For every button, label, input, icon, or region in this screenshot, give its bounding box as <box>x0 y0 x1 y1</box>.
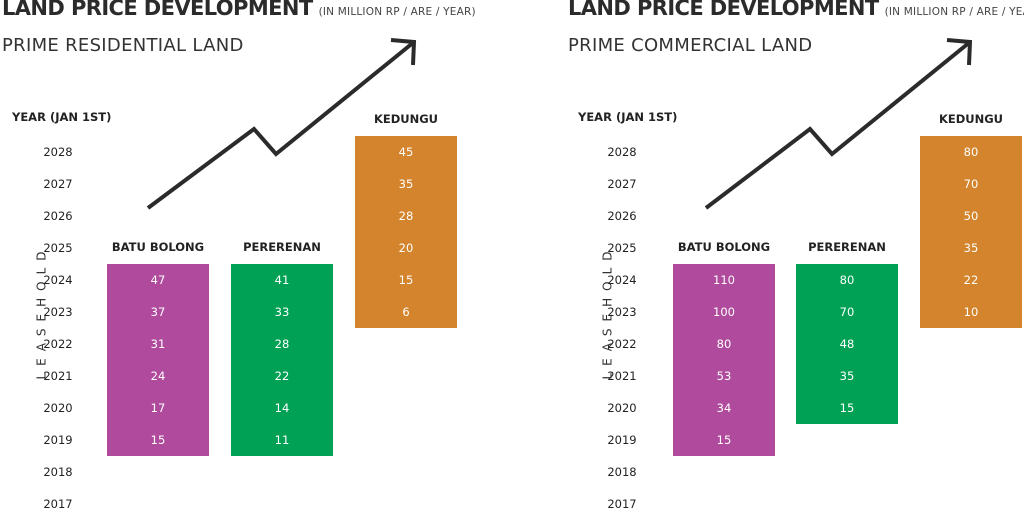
year-label: 2028 <box>43 145 73 159</box>
year-label: 2023 <box>43 305 73 319</box>
year-header: YEAR (JAN 1ST) <box>12 110 112 124</box>
series-column-batu-bolong <box>107 264 209 456</box>
value-cell: 15 <box>839 401 855 415</box>
value-cell: 15 <box>398 273 414 287</box>
value-cell: 15 <box>716 433 732 447</box>
year-label: 2020 <box>607 401 637 415</box>
series-column-kedungu <box>355 136 457 328</box>
value-cell: 11 <box>274 433 290 447</box>
series-name: KEDUNGU <box>938 112 1004 126</box>
value-cell: 33 <box>274 305 290 319</box>
value-cell: 35 <box>839 369 855 383</box>
chart-subtitle: PRIME RESIDENTIAL LAND <box>2 35 244 56</box>
year-label: 2017 <box>607 497 637 511</box>
chart-subtitle: PRIME COMMERCIAL LAND <box>568 35 813 56</box>
value-cell: 41 <box>274 273 290 287</box>
commercial-panel: LAND PRICE DEVELOPMENT (IN MILLION RP / A… <box>568 0 1024 511</box>
series-column-pererenan <box>231 264 333 456</box>
series-name: BATU BOLONG <box>677 240 771 254</box>
chart-title: LAND PRICE DEVELOPMENT (IN MILLION RP / A… <box>568 0 1024 20</box>
value-cell: 45 <box>398 145 414 159</box>
value-cell: 70 <box>839 305 855 319</box>
year-header: YEAR (JAN 1ST) <box>578 110 678 124</box>
value-cell: 80 <box>963 145 979 159</box>
series-name: PERERENAN <box>808 240 886 254</box>
year-label: 2026 <box>43 209 73 223</box>
value-cell: 35 <box>398 177 414 191</box>
series-column-batu-bolong <box>673 264 775 456</box>
year-label: 2025 <box>43 241 73 255</box>
value-cell: 6 <box>402 305 410 319</box>
year-label: 2026 <box>607 209 637 223</box>
value-cell: 22 <box>274 369 290 383</box>
value-cell: 31 <box>150 337 166 351</box>
year-label: 2027 <box>607 177 637 191</box>
year-label: 2019 <box>43 433 73 447</box>
trend-arrow-icon <box>704 38 973 210</box>
year-label: 2023 <box>607 305 637 319</box>
year-label: 2024 <box>43 273 73 287</box>
value-cell: 110 <box>713 273 735 287</box>
value-cell: 50 <box>963 209 979 223</box>
value-cell: 22 <box>963 273 979 287</box>
year-label: 2022 <box>607 337 637 351</box>
value-cell: 80 <box>716 337 732 351</box>
value-cell: 70 <box>963 177 979 191</box>
series-column-kedungu <box>920 136 1022 328</box>
year-label: 2018 <box>607 465 637 479</box>
unit-note: (IN MILLION RP / ARE / YEAR) <box>318 6 476 18</box>
residential-panel: LAND PRICE DEVELOPMENT (IN MILLION RP / A… <box>2 0 514 511</box>
value-cell: 14 <box>274 401 290 415</box>
year-label: 2024 <box>607 273 637 287</box>
chart-title: LAND PRICE DEVELOPMENT (IN MILLION RP / A… <box>2 0 476 20</box>
year-label: 2019 <box>607 433 637 447</box>
year-label: 2020 <box>43 401 73 415</box>
value-cell: 24 <box>150 369 166 383</box>
year-label: 2021 <box>43 369 73 383</box>
title-text: LAND PRICE DEVELOPMENT <box>568 0 879 20</box>
unit-note: (IN MILLION RP / ARE / YEAR) <box>884 6 1024 18</box>
series-name: BATU BOLONG <box>111 240 205 254</box>
series-name: PERERENAN <box>243 240 321 254</box>
value-cell: 10 <box>963 305 979 319</box>
value-cell: 35 <box>963 241 979 255</box>
year-label: 2025 <box>607 241 637 255</box>
year-label: 2027 <box>43 177 73 191</box>
year-label: 2022 <box>43 337 73 351</box>
title-text: LAND PRICE DEVELOPMENT <box>2 0 313 20</box>
value-cell: 28 <box>398 209 414 223</box>
trend-arrow-icon <box>146 38 417 210</box>
value-cell: 34 <box>716 401 732 415</box>
value-cell: 28 <box>274 337 290 351</box>
series-column-pererenan <box>796 264 898 424</box>
value-cell: 47 <box>150 273 166 287</box>
value-cell: 53 <box>716 369 732 383</box>
value-cell: 20 <box>398 241 414 255</box>
year-label: 2018 <box>43 465 73 479</box>
value-cell: 17 <box>150 401 166 415</box>
value-cell: 48 <box>839 337 855 351</box>
year-label: 2021 <box>607 369 637 383</box>
year-label: 2017 <box>43 497 73 511</box>
value-cell: 80 <box>839 273 855 287</box>
year-label: 2028 <box>607 145 637 159</box>
value-cell: 15 <box>150 433 166 447</box>
value-cell: 37 <box>150 305 166 319</box>
series-name: KEDUNGU <box>373 112 439 126</box>
value-cell: 100 <box>713 305 735 319</box>
